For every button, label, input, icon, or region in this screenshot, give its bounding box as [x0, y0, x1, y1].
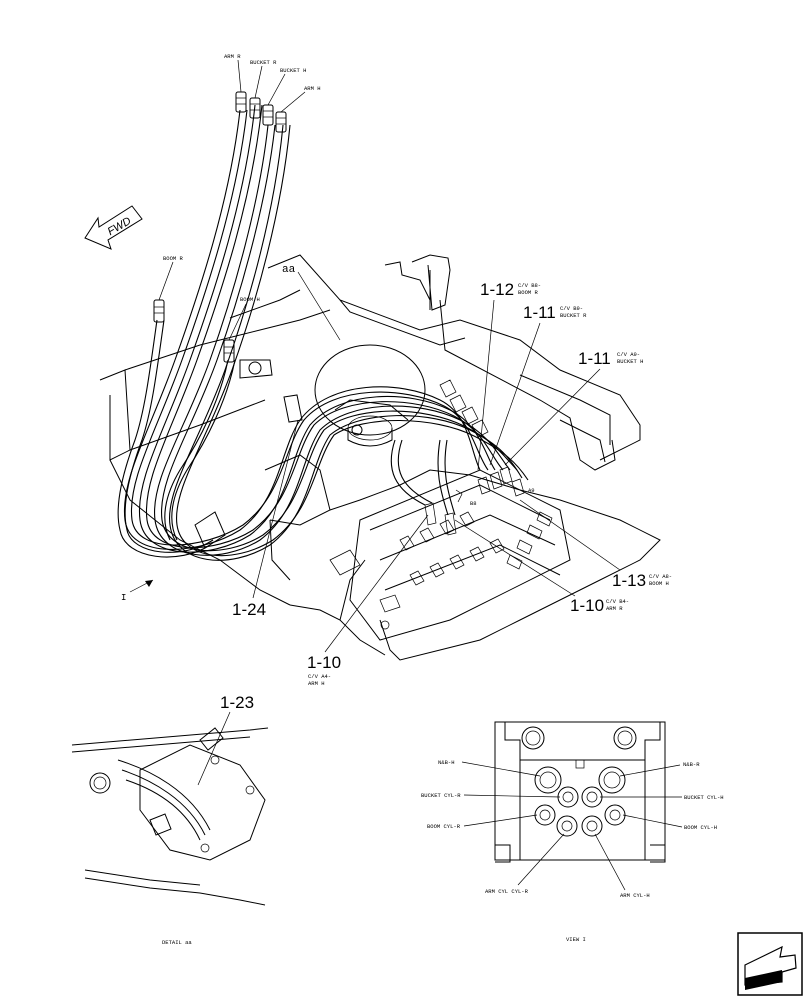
label-boom-h: BOOM H — [240, 296, 260, 303]
hose-fitting — [153, 299, 165, 323]
svg-text:C/V B9-: C/V B9- — [560, 305, 583, 312]
detail-aa-view: 1-23 DETAIL aa — [71, 693, 269, 946]
port-nb-h — [534, 766, 562, 794]
svg-text:BOOM R: BOOM R — [518, 289, 539, 296]
svg-text:C/V A9-: C/V A9- — [617, 351, 640, 358]
label-bucket-r: BUCKET R — [250, 59, 277, 66]
callout-1-10-right: 1-10 C/V B4- ARM R — [454, 519, 629, 615]
hose-end-labels: ARM R BUCKET R BUCKET H ARM H BOOM R BOO… — [158, 53, 321, 341]
svg-text:C/V B4-: C/V B4- — [606, 598, 629, 605]
svg-text:1-11: 1-11 — [523, 303, 556, 322]
detail-marker: aa — [282, 264, 296, 276]
port-boom-cyl-h — [604, 804, 626, 826]
label-nb-r: N&B-R — [683, 761, 700, 768]
callout-1-13: 1-13 C/V A8- BOOM H — [519, 499, 672, 590]
port-bucket-cyl-h — [581, 786, 603, 808]
port-arm-cyl-h — [581, 815, 603, 837]
label-arm-cyl-r: ARM CYL CYL-R — [485, 888, 529, 895]
next-page-arrow-icon[interactable] — [737, 932, 803, 996]
label-bucket-h: BUCKET H — [280, 67, 306, 74]
svg-text:1-13: 1-13 — [612, 571, 646, 590]
svg-text:C/V A4-: C/V A4- — [308, 673, 331, 680]
label-arm-h: ARM H — [304, 85, 321, 92]
callout-1-11-lower: 1-11 C/V A9- BUCKET H — [504, 349, 643, 466]
valve-mark-b8: B8 — [470, 500, 477, 507]
hose-bundle — [117, 104, 529, 561]
fwd-arrow-icon: FWD — [84, 205, 143, 250]
fwd-label: FWD — [106, 215, 134, 238]
hose-fitting — [275, 111, 287, 133]
label-bucket-cyl-r: BUCKET CYL-R — [421, 792, 461, 799]
port-nb-r — [598, 766, 626, 794]
hose-fitting — [235, 91, 247, 113]
svg-text:BOOM H: BOOM H — [649, 580, 669, 587]
label-bucket-cyl-h: BUCKET CYL-H — [684, 794, 724, 801]
view-i: N&B-H N&B-R BUCKET CYL-R BUCKET CYL-H BO… — [421, 721, 724, 943]
label-arm-cyl-h: ARM CYL-H — [620, 892, 650, 899]
port-bucket-cyl-r — [557, 786, 579, 808]
label-arm-r: ARM R — [224, 53, 241, 60]
svg-text:1-11: 1-11 — [578, 349, 611, 368]
svg-text:ARM H: ARM H — [308, 680, 325, 687]
callout-1-24: 1-24 — [232, 419, 299, 619]
label-boom-r: BOOM R — [163, 255, 184, 262]
callout-1-23: 1-23 — [220, 693, 254, 712]
svg-text:1-12: 1-12 — [480, 280, 514, 299]
svg-text:1-10: 1-10 — [307, 653, 341, 672]
svg-text:BUCKET H: BUCKET H — [617, 358, 643, 365]
svg-text:C/V A8-: C/V A8- — [649, 573, 672, 580]
port-arm-cyl-r — [556, 815, 578, 837]
valve-fittings — [424, 379, 525, 536]
label-boom-cyl-h: BOOM CYL-H — [684, 824, 717, 831]
main-assembly-view: FWD — [84, 53, 672, 687]
port-boom-cyl-r — [534, 804, 556, 826]
label-nb-h: N&B-H — [438, 759, 455, 766]
svg-text:1-24: 1-24 — [232, 600, 266, 619]
control-valve — [329, 469, 571, 641]
label-boom-cyl-r: BOOM CYL-R — [427, 823, 461, 830]
detail-title: DETAIL aa — [162, 939, 192, 946]
view-arrow-icon: I — [121, 579, 154, 603]
svg-text:ARM R: ARM R — [606, 605, 623, 612]
view-title: VIEW I — [566, 936, 586, 943]
hose-fitting — [262, 104, 274, 126]
callout-1-10-left: 1-10 C/V A4- ARM H — [307, 514, 429, 687]
callout-1-12: 1-12 C/V B8- BOOM R — [477, 280, 541, 471]
valve-mark-a9: A9 — [528, 487, 535, 494]
svg-text:C/V B8-: C/V B8- — [518, 282, 541, 289]
callout-1-11-upper: 1-11 C/V B9- BUCKET R — [489, 303, 587, 466]
svg-text:BUCKET R: BUCKET R — [560, 312, 587, 319]
view-marker: I — [121, 593, 126, 603]
svg-text:1-10: 1-10 — [570, 596, 604, 615]
